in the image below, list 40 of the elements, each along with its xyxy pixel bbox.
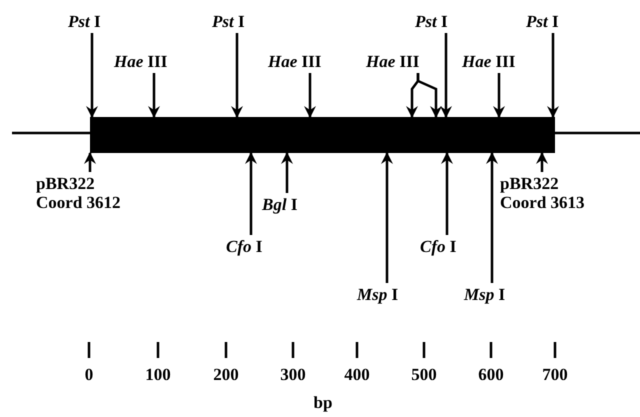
scale-number: 200 xyxy=(213,365,239,384)
site-arrow xyxy=(486,152,498,283)
site-label: Cfo I xyxy=(226,237,262,256)
scale-number: 500 xyxy=(411,365,437,384)
site-label: Pst I xyxy=(212,12,245,31)
site-label: Hae III xyxy=(114,52,168,71)
site-label: Hae III xyxy=(366,52,420,71)
site-arrow xyxy=(86,33,98,118)
site-arrow xyxy=(304,73,316,118)
scale-number: 700 xyxy=(542,365,568,384)
site-arrow xyxy=(148,73,160,118)
site-label: Msp I xyxy=(464,285,506,304)
site-label: Msp I xyxy=(357,285,398,304)
site-label: Pst I xyxy=(68,12,101,31)
insert-bar xyxy=(90,117,555,153)
site-label: Pst I xyxy=(526,12,559,31)
site-label: Hae III xyxy=(462,52,516,71)
site-arrow xyxy=(245,152,257,235)
site-label: Cfo I xyxy=(420,237,456,256)
site-arrow xyxy=(493,73,505,118)
site-arrow xyxy=(231,33,243,118)
site-arrow xyxy=(84,152,96,172)
site-arrow xyxy=(547,33,559,118)
scale-number: 600 xyxy=(478,365,504,384)
axis-unit: bp xyxy=(314,393,332,412)
scale-number: 100 xyxy=(145,365,171,384)
site-label: pBR322 Coord 3613 xyxy=(500,174,590,212)
site-label: Hae III xyxy=(268,52,322,71)
site-arrow xyxy=(441,152,453,235)
site-arrow xyxy=(381,152,393,283)
site-arrow xyxy=(416,73,442,118)
scale-number: 0 xyxy=(84,365,94,384)
site-arrow xyxy=(536,152,548,172)
site-arrow xyxy=(281,152,293,193)
site-label: Bgl I xyxy=(262,195,298,214)
site-label: pBR322 Coord 3612 xyxy=(36,174,126,212)
site-label: Pst I xyxy=(415,12,448,31)
site-arrow xyxy=(440,33,452,118)
scale-number: 400 xyxy=(344,365,370,384)
scale-number: 300 xyxy=(280,365,306,384)
